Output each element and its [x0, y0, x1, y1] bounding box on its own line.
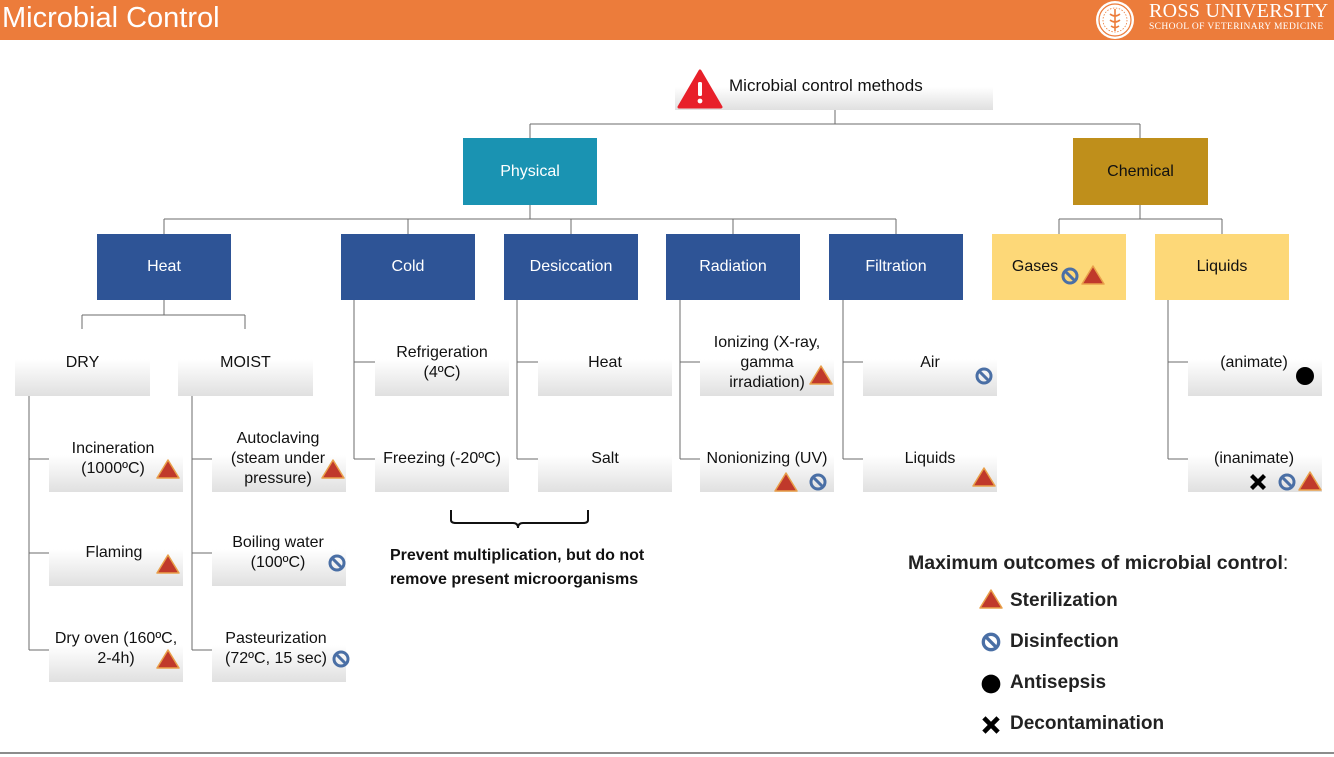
legend-label-sterilization: Sterilization	[1010, 590, 1118, 611]
prohibition-circle-icon	[328, 554, 346, 572]
radiation-label: Radiation	[699, 258, 767, 275]
air-node: Air	[863, 329, 997, 396]
prohibition-circle-icon	[1278, 473, 1296, 491]
black-dot-icon	[1296, 367, 1314, 385]
legend-label-disinfection: Disinfection	[1010, 631, 1119, 652]
chemical-category: Chemical	[1073, 138, 1208, 205]
root-node: Microbial control methods	[675, 68, 993, 110]
legend-label-decontamination: Decontamination	[1010, 713, 1165, 734]
red-triangle-icon	[809, 365, 833, 385]
legend-title: Maximum outcomes of microbial control:	[908, 552, 1288, 575]
ionizing-node: Ionizing (X-ray, gamma irradiation)	[700, 329, 834, 396]
desiccation-label: Desiccation	[529, 258, 613, 275]
footer-divider	[0, 752, 1334, 754]
black-dot-icon	[981, 674, 1001, 694]
red-triangle-icon	[1298, 471, 1322, 491]
cold-label: Cold	[391, 258, 425, 275]
dry-label: DRY	[65, 353, 100, 371]
animate-node: (animate)	[1188, 329, 1322, 396]
black-x-icon	[1250, 474, 1266, 490]
filtration-label: Filtration	[865, 258, 927, 275]
pasteurization-label: Pasteurization (72ºC, 15 sec)	[225, 629, 327, 667]
school-name: SCHOOL OF VETERINARY MEDICINE	[1149, 22, 1324, 32]
red-triangle-icon	[321, 459, 345, 479]
autoclaving-node: Autoclaving (steam under pressure)	[212, 425, 346, 492]
dry-oven-node: Dry oven (160ºC, 2-4h)	[49, 615, 183, 682]
freezing-label: Freezing (-20ºC)	[383, 449, 501, 467]
incineration-label: Incineration (1000ºC)	[71, 439, 155, 477]
filtration-liquids-node: Liquids	[863, 425, 997, 492]
curly-brace	[450, 510, 589, 529]
nonionizing-label: Nonionizing (UV)	[706, 450, 828, 467]
prohibition-circle-icon	[975, 367, 993, 385]
legend-title-text: Maximum outcomes of microbial control	[908, 552, 1283, 574]
gases-label: Gases	[1011, 258, 1059, 275]
dry-heat-node: DRY	[15, 329, 150, 396]
red-triangle-icon	[774, 472, 798, 492]
physical-label: Physical	[500, 162, 560, 180]
moist-label: MOIST	[220, 353, 271, 371]
cold-method: Cold	[341, 234, 475, 300]
black-x-icon	[982, 716, 1000, 734]
flaming-label: Flaming	[85, 543, 143, 561]
chemical-label: Chemical	[1107, 162, 1174, 180]
salt-node: Salt	[538, 425, 672, 492]
refrigeration-label: Refrigeration (4ºC)	[396, 343, 488, 381]
red-triangle-icon	[1081, 265, 1105, 285]
filtration-method: Filtration	[829, 234, 963, 300]
red-triangle-icon	[979, 589, 1003, 609]
salt-label: Salt	[591, 449, 619, 467]
boiling-water-node: Boiling water (100ºC)	[212, 519, 346, 586]
air-label: Air	[920, 353, 940, 371]
desiccation-heat-label: Heat	[588, 353, 622, 371]
red-triangle-icon	[156, 554, 180, 574]
prohibition-circle-icon	[981, 632, 1001, 652]
prohibition-circle-icon	[809, 473, 827, 491]
red-triangle-icon	[156, 459, 180, 479]
liquids-label: Liquids	[1196, 258, 1248, 275]
desiccation-heat-node: Heat	[538, 329, 672, 396]
desiccation-method: Desiccation	[504, 234, 638, 300]
freezing-node: Freezing (-20ºC)	[375, 425, 509, 492]
page-title: Microbial Control	[2, 2, 220, 34]
moist-heat-node: MOIST	[178, 329, 313, 396]
refrigeration-node: Refrigeration (4ºC)	[375, 329, 509, 396]
prohibition-circle-icon	[1061, 267, 1079, 285]
university-name: ROSS UNIVERSITY	[1149, 0, 1329, 22]
gases-method: Gases	[992, 234, 1126, 300]
root-label: Microbial control methods	[729, 76, 923, 95]
brace-note-line-1: Prevent multiplication, but do not	[390, 547, 645, 564]
red-triangle-icon	[156, 649, 180, 669]
boiling-water-label: Boiling water (100ºC)	[232, 533, 324, 571]
inanimate-label: (inanimate)	[1213, 450, 1295, 467]
liquids-method: Liquids	[1155, 234, 1289, 300]
brace-note-line-2: remove present microorganisms	[390, 571, 639, 588]
incineration-node: Incineration (1000ºC)	[49, 425, 183, 492]
university-seal-logo	[1096, 1, 1134, 39]
animate-label: (animate)	[1220, 353, 1288, 371]
prohibition-circle-icon	[332, 650, 350, 668]
warning-icon	[677, 69, 723, 109]
brace-note: Prevent multiplication, but do not remov…	[390, 544, 644, 592]
heat-method: Heat	[97, 234, 231, 300]
dry-oven-label: Dry oven (160ºC, 2-4h)	[54, 629, 178, 667]
flaming-node: Flaming	[49, 519, 183, 586]
red-triangle-icon	[972, 467, 996, 487]
radiation-method: Radiation	[666, 234, 800, 300]
legend-title-suffix: :	[1282, 552, 1289, 574]
header-bar: Microbial Control ROSS UNIVERSITY SCHOOL…	[0, 0, 1334, 40]
pasteurization-node: Pasteurization (72ºC, 15 sec)	[212, 615, 346, 682]
heat-label: Heat	[147, 258, 181, 275]
autoclaving-label: Autoclaving (steam under pressure)	[230, 429, 326, 487]
ionizing-label: Ionizing (X-ray, gamma irradiation)	[713, 333, 821, 391]
legend-label-antisepsis: Antisepsis	[1010, 672, 1107, 693]
physical-category: Physical	[463, 138, 597, 205]
filtration-liquids-label: Liquids	[904, 449, 956, 467]
